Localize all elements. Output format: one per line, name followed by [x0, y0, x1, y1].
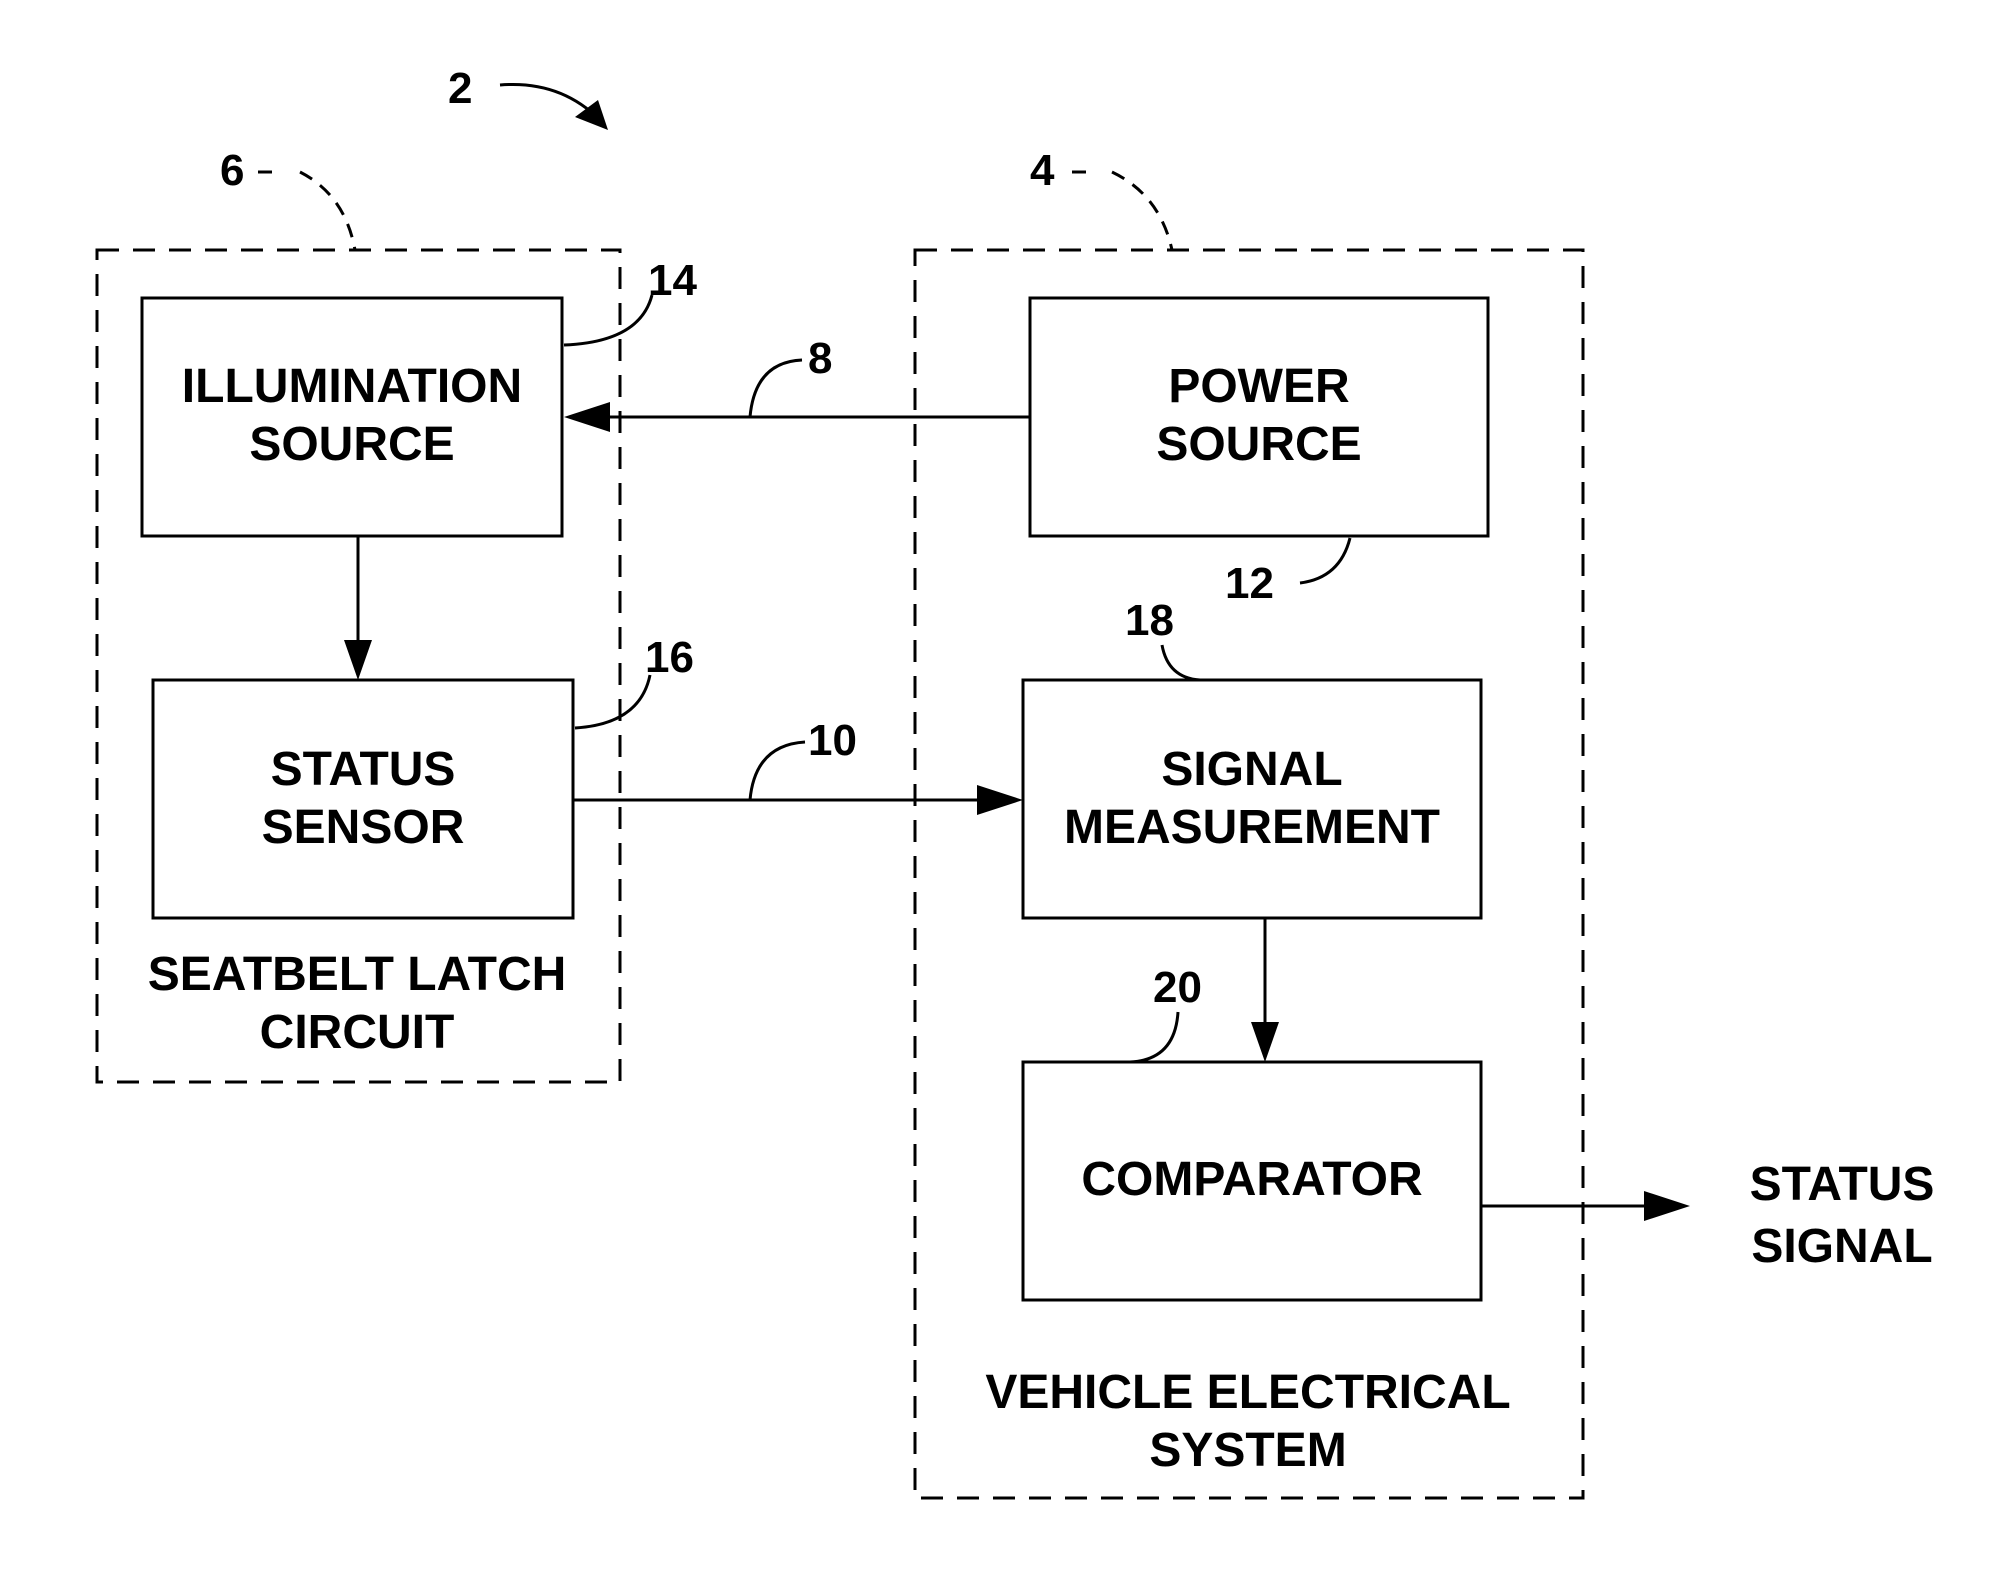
- ref-18-label: 18: [1125, 596, 1174, 645]
- ref-10-label: 10: [808, 716, 857, 765]
- ref-2-label: 2: [448, 64, 472, 113]
- measurement-to-comparator-arrowhead: [1251, 1022, 1279, 1062]
- power-source-box: [1030, 298, 1488, 536]
- status-sensor-label-line-2: SENSOR: [262, 801, 465, 854]
- status-sensor-label-line-1: STATUS: [271, 743, 456, 796]
- power-line-8-arrowhead: [564, 402, 610, 432]
- ref-8-leader: [750, 360, 802, 417]
- ref-6-leader: [300, 172, 355, 250]
- seatbelt-latch-circuit-label-line-2: CIRCUIT: [260, 1006, 455, 1059]
- comparator-label: COMPARATOR: [1081, 1153, 1422, 1206]
- ref-16-label: 16: [645, 633, 694, 682]
- signal-measurement-label-line-1: SIGNAL: [1161, 743, 1342, 796]
- signal-measurement-label-line-2: MEASUREMENT: [1064, 801, 1440, 854]
- ref-14-label: 14: [648, 256, 697, 305]
- status-signal-label-line-1: STATUS: [1750, 1158, 1935, 1211]
- signal-measurement-box: [1023, 680, 1481, 918]
- power-source-label-line-2: SOURCE: [1156, 418, 1361, 471]
- illumination-source-label-line-2: SOURCE: [249, 418, 454, 471]
- ref-16-leader: [575, 675, 650, 728]
- ref-6-label: 6: [220, 146, 244, 195]
- illumination-source-box: [142, 298, 562, 536]
- ref-14-leader: [564, 295, 652, 345]
- ref-4-leader: [1112, 172, 1172, 250]
- status-signal-arrowhead: [1644, 1191, 1690, 1221]
- illumination-to-sensor-arrowhead: [344, 640, 372, 680]
- status-signal-label-line-2: SIGNAL: [1751, 1220, 1932, 1273]
- illumination-source-label-line-1: ILLUMINATION: [182, 360, 522, 413]
- vehicle-electrical-system-label-line-2: SYSTEM: [1149, 1424, 1346, 1477]
- ref-18-leader: [1162, 645, 1200, 680]
- ref-8-label: 8: [808, 334, 832, 383]
- ref-12-label: 12: [1225, 559, 1274, 608]
- ref-10-leader: [750, 742, 805, 800]
- seatbelt-latch-circuit-label-line-1: SEATBELT LATCH: [148, 948, 567, 1001]
- ref-20-leader: [1130, 1012, 1178, 1062]
- ref-4-label: 4: [1030, 146, 1055, 195]
- power-source-label-line-1: POWER: [1168, 360, 1349, 413]
- status-sensor-box: [153, 680, 573, 918]
- signal-line-10-arrowhead: [977, 785, 1023, 815]
- ref-12-leader: [1300, 538, 1350, 583]
- ref-20-label: 20: [1153, 963, 1202, 1012]
- vehicle-electrical-system-label-line-1: VEHICLE ELECTRICAL: [985, 1366, 1510, 1419]
